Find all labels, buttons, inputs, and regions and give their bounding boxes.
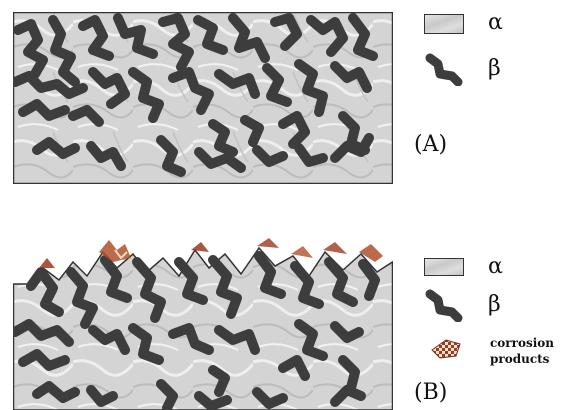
corrosion-label-line2: products — [490, 352, 550, 366]
beta-phase-blob-icon — [425, 53, 463, 86]
corrosion-label-line1: corrosion — [490, 336, 555, 350]
panel-a-label: (A) — [414, 132, 448, 157]
legend-b-alpha-label: α — [488, 254, 503, 279]
corrosion-products-layer — [39, 238, 383, 268]
panel-b-label: (B) — [414, 380, 448, 405]
legend-a-alpha-label: α — [488, 10, 503, 35]
beta-phase-network — [13, 13, 378, 177]
panel-b-svg — [13, 238, 393, 410]
alpha-phase-swatch-icon-b — [424, 258, 464, 276]
beta-phase-network-b — [13, 251, 380, 410]
panel-b-microstructure — [13, 232, 393, 410]
beta-phase-blob-icon-b — [425, 289, 463, 322]
corrosion-products-icon — [431, 339, 461, 359]
panel-a-svg — [13, 12, 393, 184]
legend-b: α β corrosion products (B) — [414, 254, 569, 410]
panel-a-microstructure — [13, 12, 393, 184]
legend-b-beta-label: β — [488, 292, 501, 317]
legend-a: α β (A) — [414, 10, 560, 162]
alpha-phase-swatch-icon — [424, 14, 464, 34]
legend-a-beta-label: β — [488, 56, 501, 81]
